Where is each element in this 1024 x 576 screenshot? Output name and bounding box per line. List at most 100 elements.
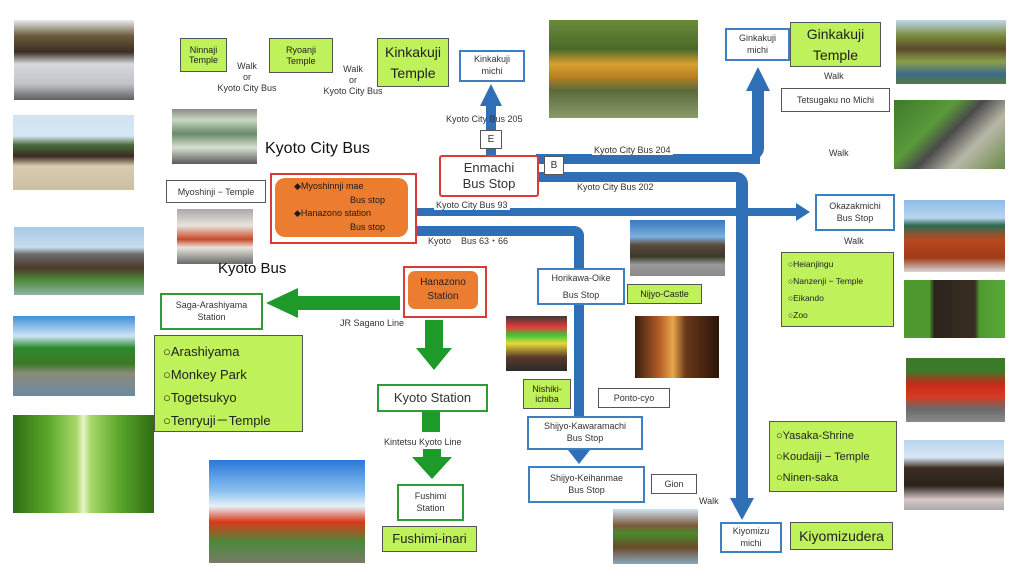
stop-b-marker: B [544, 156, 564, 175]
stop-name: michi [740, 537, 762, 548]
route-kintetsu-shaft [423, 449, 441, 459]
list-item[interactable]: ○Monkey Park [163, 367, 247, 382]
hub-name: Enmachi [463, 159, 515, 175]
stop-line: ◆Hanazono station [294, 208, 371, 218]
sight-name: Ryoanji [285, 45, 316, 56]
list-item[interactable]: ○Koudaiji − Temple [776, 451, 870, 463]
hub-hanazono-station[interactable]: Hanazono Station [403, 266, 487, 318]
stop-name: Bus Stop [562, 289, 600, 300]
sight-tetsugaku-no-michi[interactable]: Tetsugaku no Michi [781, 88, 890, 112]
sight-name: Nishiki- [532, 383, 562, 394]
sight-fushimi-inari[interactable]: Fushimi-inari [382, 526, 477, 552]
label-kintetsu-kyoto-line: Kintetsu Kyoto Line [384, 437, 462, 447]
stop-ginkakuji-michi[interactable]: Ginkakuji michi [725, 28, 790, 61]
list-item[interactable]: ○Zoo [788, 310, 808, 320]
arrow-left-icon [266, 288, 298, 318]
route-jr-sagano-line [296, 296, 400, 310]
stop-name: Kinkakuji [473, 54, 511, 65]
stop-okazakimichi[interactable]: Okazakmichi Bus Stop [815, 194, 895, 231]
photo-togetsukyo-bridge [13, 316, 135, 396]
label-bus-202: Kyoto City Bus 202 [577, 182, 654, 192]
route-bus-93 [414, 208, 798, 216]
sight-nishiki-ichiba[interactable]: Nishiki- ichiba [523, 379, 571, 409]
arrow-down-icon [568, 450, 590, 464]
sight-myoshinji-temple[interactable]: Myoshinji − Temple [166, 180, 266, 203]
photo-kiyomizudera [904, 440, 1004, 510]
hub-enmachi-bus-stop[interactable]: Enmachi Bus Stop [439, 155, 539, 197]
label-or: or [242, 72, 251, 82]
stop-name: michi [746, 44, 768, 55]
stop-name: Shijyo-Kawaramachi [543, 421, 627, 432]
photo-yasaka-shrine [906, 358, 1005, 422]
list-higashiyama-sights: ○Yasaka-Shrine ○Koudaiji − Temple ○Ninen… [769, 421, 897, 492]
photo-bamboo-grove [13, 415, 154, 513]
photo-tenryuji-hall [14, 227, 144, 295]
stop-horikawa-oike[interactable]: Horikawa-Oike Bus Stop [537, 268, 625, 305]
stop-shijyo-keihanmae[interactable]: Shijyo-Keihanmae Bus Stop [528, 466, 645, 503]
stop-shijyo-kawaramachi[interactable]: Shijyo-Kawaramachi Bus Stop [527, 416, 643, 450]
stop-name: Horikawa-Oike [551, 273, 611, 284]
list-arashiyama-sights: ○Arashiyama ○Monkey Park ○Togetsukyo ○Te… [154, 335, 303, 432]
station-name: Fushimi [414, 490, 447, 501]
sight-gion[interactable]: Gion [651, 474, 697, 494]
list-item[interactable]: ○Ninen-saka [776, 472, 839, 484]
stop-b-label: B [550, 160, 558, 171]
photo-gion-street [613, 509, 698, 564]
sight-kinkakuji-temple[interactable]: Kinkakuji Temple [377, 38, 449, 87]
photo-myoshinji-garden [14, 20, 134, 100]
photo-nanzenji-gate [904, 280, 1005, 338]
route-bus-202 [536, 172, 746, 182]
station-kyoto[interactable]: Kyoto Station [377, 384, 488, 412]
list-okazaki-sights: ○Heianjingu ○Nanzenji − Temple ○Eikando … [781, 252, 894, 327]
stop-line: Bus stop [350, 221, 386, 232]
label-walk-gion: Walk [699, 496, 719, 506]
sight-ponto-cyo[interactable]: Ponto-cyo [598, 388, 670, 408]
photo-tetsugaku-path [894, 100, 1005, 169]
label-walk-tetsugaku: Walk [829, 148, 849, 158]
stop-name: michi [481, 66, 503, 76]
hub-name: Bus Stop [462, 176, 516, 191]
hub-hanazono-bus-stops[interactable]: ◆Myoshinnji mae Bus stop ◆Hanazono stati… [270, 173, 417, 244]
photo-ponto-cyo [635, 316, 719, 378]
sight-name: Ponto-cyo [613, 393, 655, 403]
label-or: or [348, 75, 357, 85]
list-item[interactable]: ○Heianjingu [788, 259, 834, 269]
photo-heianjingu [904, 200, 1005, 272]
route-kyoto-bus-63-66 [414, 226, 584, 236]
hub-name: Station [427, 291, 459, 302]
sight-name: Tetsugaku no Michi [796, 95, 875, 105]
stop-name: Kiyomizu [732, 525, 770, 536]
sight-ginkakuji-temple[interactable]: Ginkakuji Temple [790, 22, 881, 67]
label-bus: Kyoto City Bus [323, 86, 383, 96]
stop-name: Ginkakuji [738, 32, 776, 43]
list-item[interactable]: ○Yasaka-Shrine [776, 430, 854, 442]
sight-name: Myoshinji − Temple [177, 186, 255, 197]
sight-name: Ninnaji [189, 44, 218, 55]
label-bus-93: Kyoto City Bus 93 [434, 200, 510, 210]
sight-name: Temple [812, 46, 859, 63]
arrow-down-icon [730, 498, 754, 520]
list-item[interactable]: ○Togetsukyo [163, 390, 237, 405]
photo-ninnaji-courtyard [13, 115, 134, 190]
label-jr-sagano-line: JR Sagano Line [340, 318, 405, 328]
sight-ninnaji-temple[interactable]: Ninnaji Temple [180, 38, 227, 72]
sight-nijyo-castle[interactable]: Nijyo-Castle [627, 284, 702, 304]
sight-name: ichiba [535, 394, 559, 404]
stop-kinkakuji-michi[interactable]: Kinkakuji michi [459, 50, 525, 82]
station-name: Kyoto Station [393, 389, 472, 405]
label-walk: Walk [237, 61, 257, 71]
sight-name: Kinkakuji [384, 43, 442, 60]
hanazono-station-box: Hanazono Station [408, 271, 478, 309]
station-fushimi[interactable]: Fushimi Station [397, 484, 464, 521]
stop-e-label: E [487, 134, 495, 145]
list-item[interactable]: ○Eikando [788, 293, 824, 303]
stop-kiyomizu-michi[interactable]: Kiyomizu michi [720, 522, 782, 553]
sight-ryoanji-temple[interactable]: Ryoanji Temple [269, 38, 333, 73]
stop-name: Bus Stop [568, 484, 605, 495]
list-item[interactable]: ○Nanzenji − Temple [788, 276, 864, 286]
label-walk-okazaki: Walk [844, 236, 864, 246]
list-item[interactable]: ○Tenryuji－Temple [163, 413, 271, 428]
list-item[interactable]: ○Arashiyama [163, 344, 240, 359]
sight-kiyomizudera[interactable]: Kiyomizudera [790, 522, 893, 550]
station-saga-arashiyama[interactable]: Saga-Arashiyama Station [160, 293, 263, 330]
